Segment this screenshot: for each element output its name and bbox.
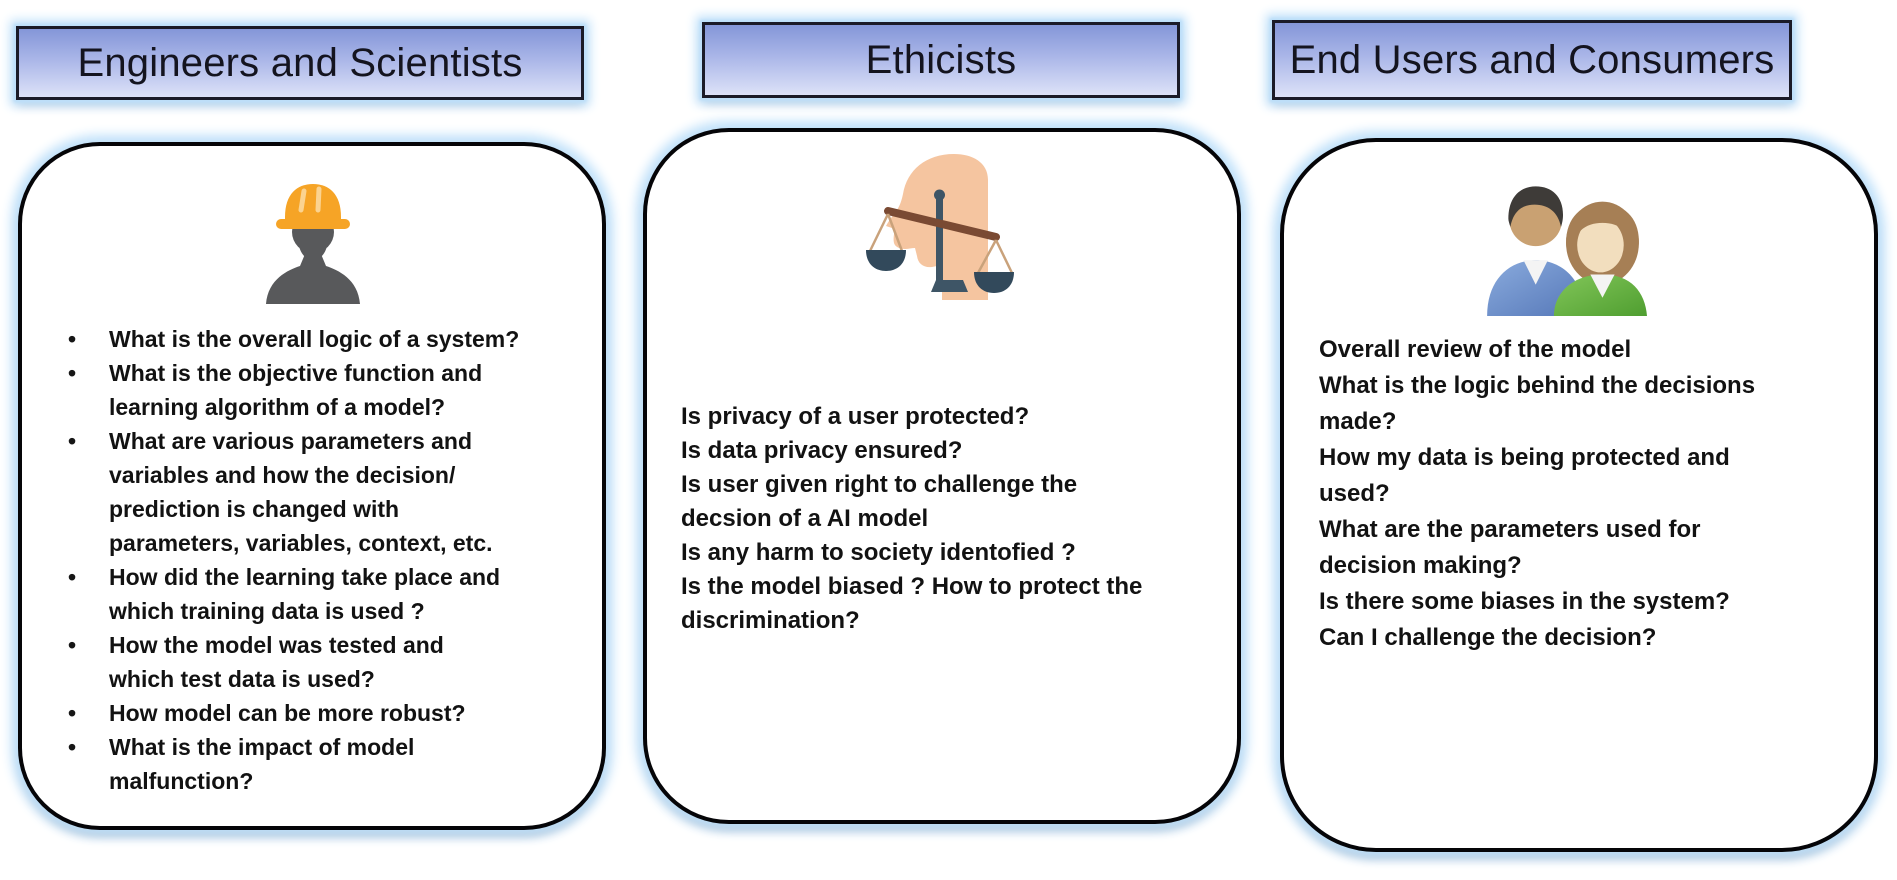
question-item: Is the model biased ? How to protect the… [681,573,1143,634]
question-item: How my data is being protected and used? [1319,444,1730,507]
card-engineers-and-scientists: What is the overall logic of a system?Wh… [18,142,606,830]
question-item: How the model was tested and which test … [62,628,562,696]
engineer-hardhat-icon [259,180,367,304]
header-label: Ethicists [865,37,1017,82]
question-list: What is the overall logic of a system?Wh… [62,322,562,798]
question-item: Is any harm to society identofied ? [681,539,1076,566]
question-item: What is the overall logic of a system? [62,322,562,356]
question-list: Is privacy of a user protected? Is data p… [681,400,1226,638]
question-item: Overall review of the model [1319,336,1632,363]
header-end-users-and-consumers: End Users and Consumers [1272,20,1792,100]
header-label: Engineers and Scientists [77,40,523,85]
question-item: How did the learning take place and whic… [62,560,562,628]
question-item: Can I challenge the decision? [1319,624,1657,651]
question-item: Is user given right to challenge the dec… [681,471,1078,532]
header-engineers-and-scientists: Engineers and Scientists [16,26,584,100]
question-item: Is data privacy ensured? [681,437,963,464]
question-item: What is the impact of model malfunction? [62,730,562,798]
two-users-icon [1477,156,1647,316]
question-item: Is there some biases in the system? [1319,588,1730,615]
question-item: Is privacy of a user protected? [681,403,1030,430]
card-ethicists: Is privacy of a user protected? Is data p… [643,128,1241,824]
header-label: End Users and Consumers [1289,37,1775,82]
question-item: What are various parameters and variable… [62,424,562,560]
question-item: What is the logic behind the decisions m… [1319,372,1756,435]
header-ethicists: Ethicists [702,22,1180,98]
question-item: What is the objective function and learn… [62,356,562,424]
question-item: What are the parameters used for decisio… [1319,516,1701,579]
ethics-balance-head-icon [860,150,1020,300]
question-item: How model can be more robust? [62,696,562,730]
